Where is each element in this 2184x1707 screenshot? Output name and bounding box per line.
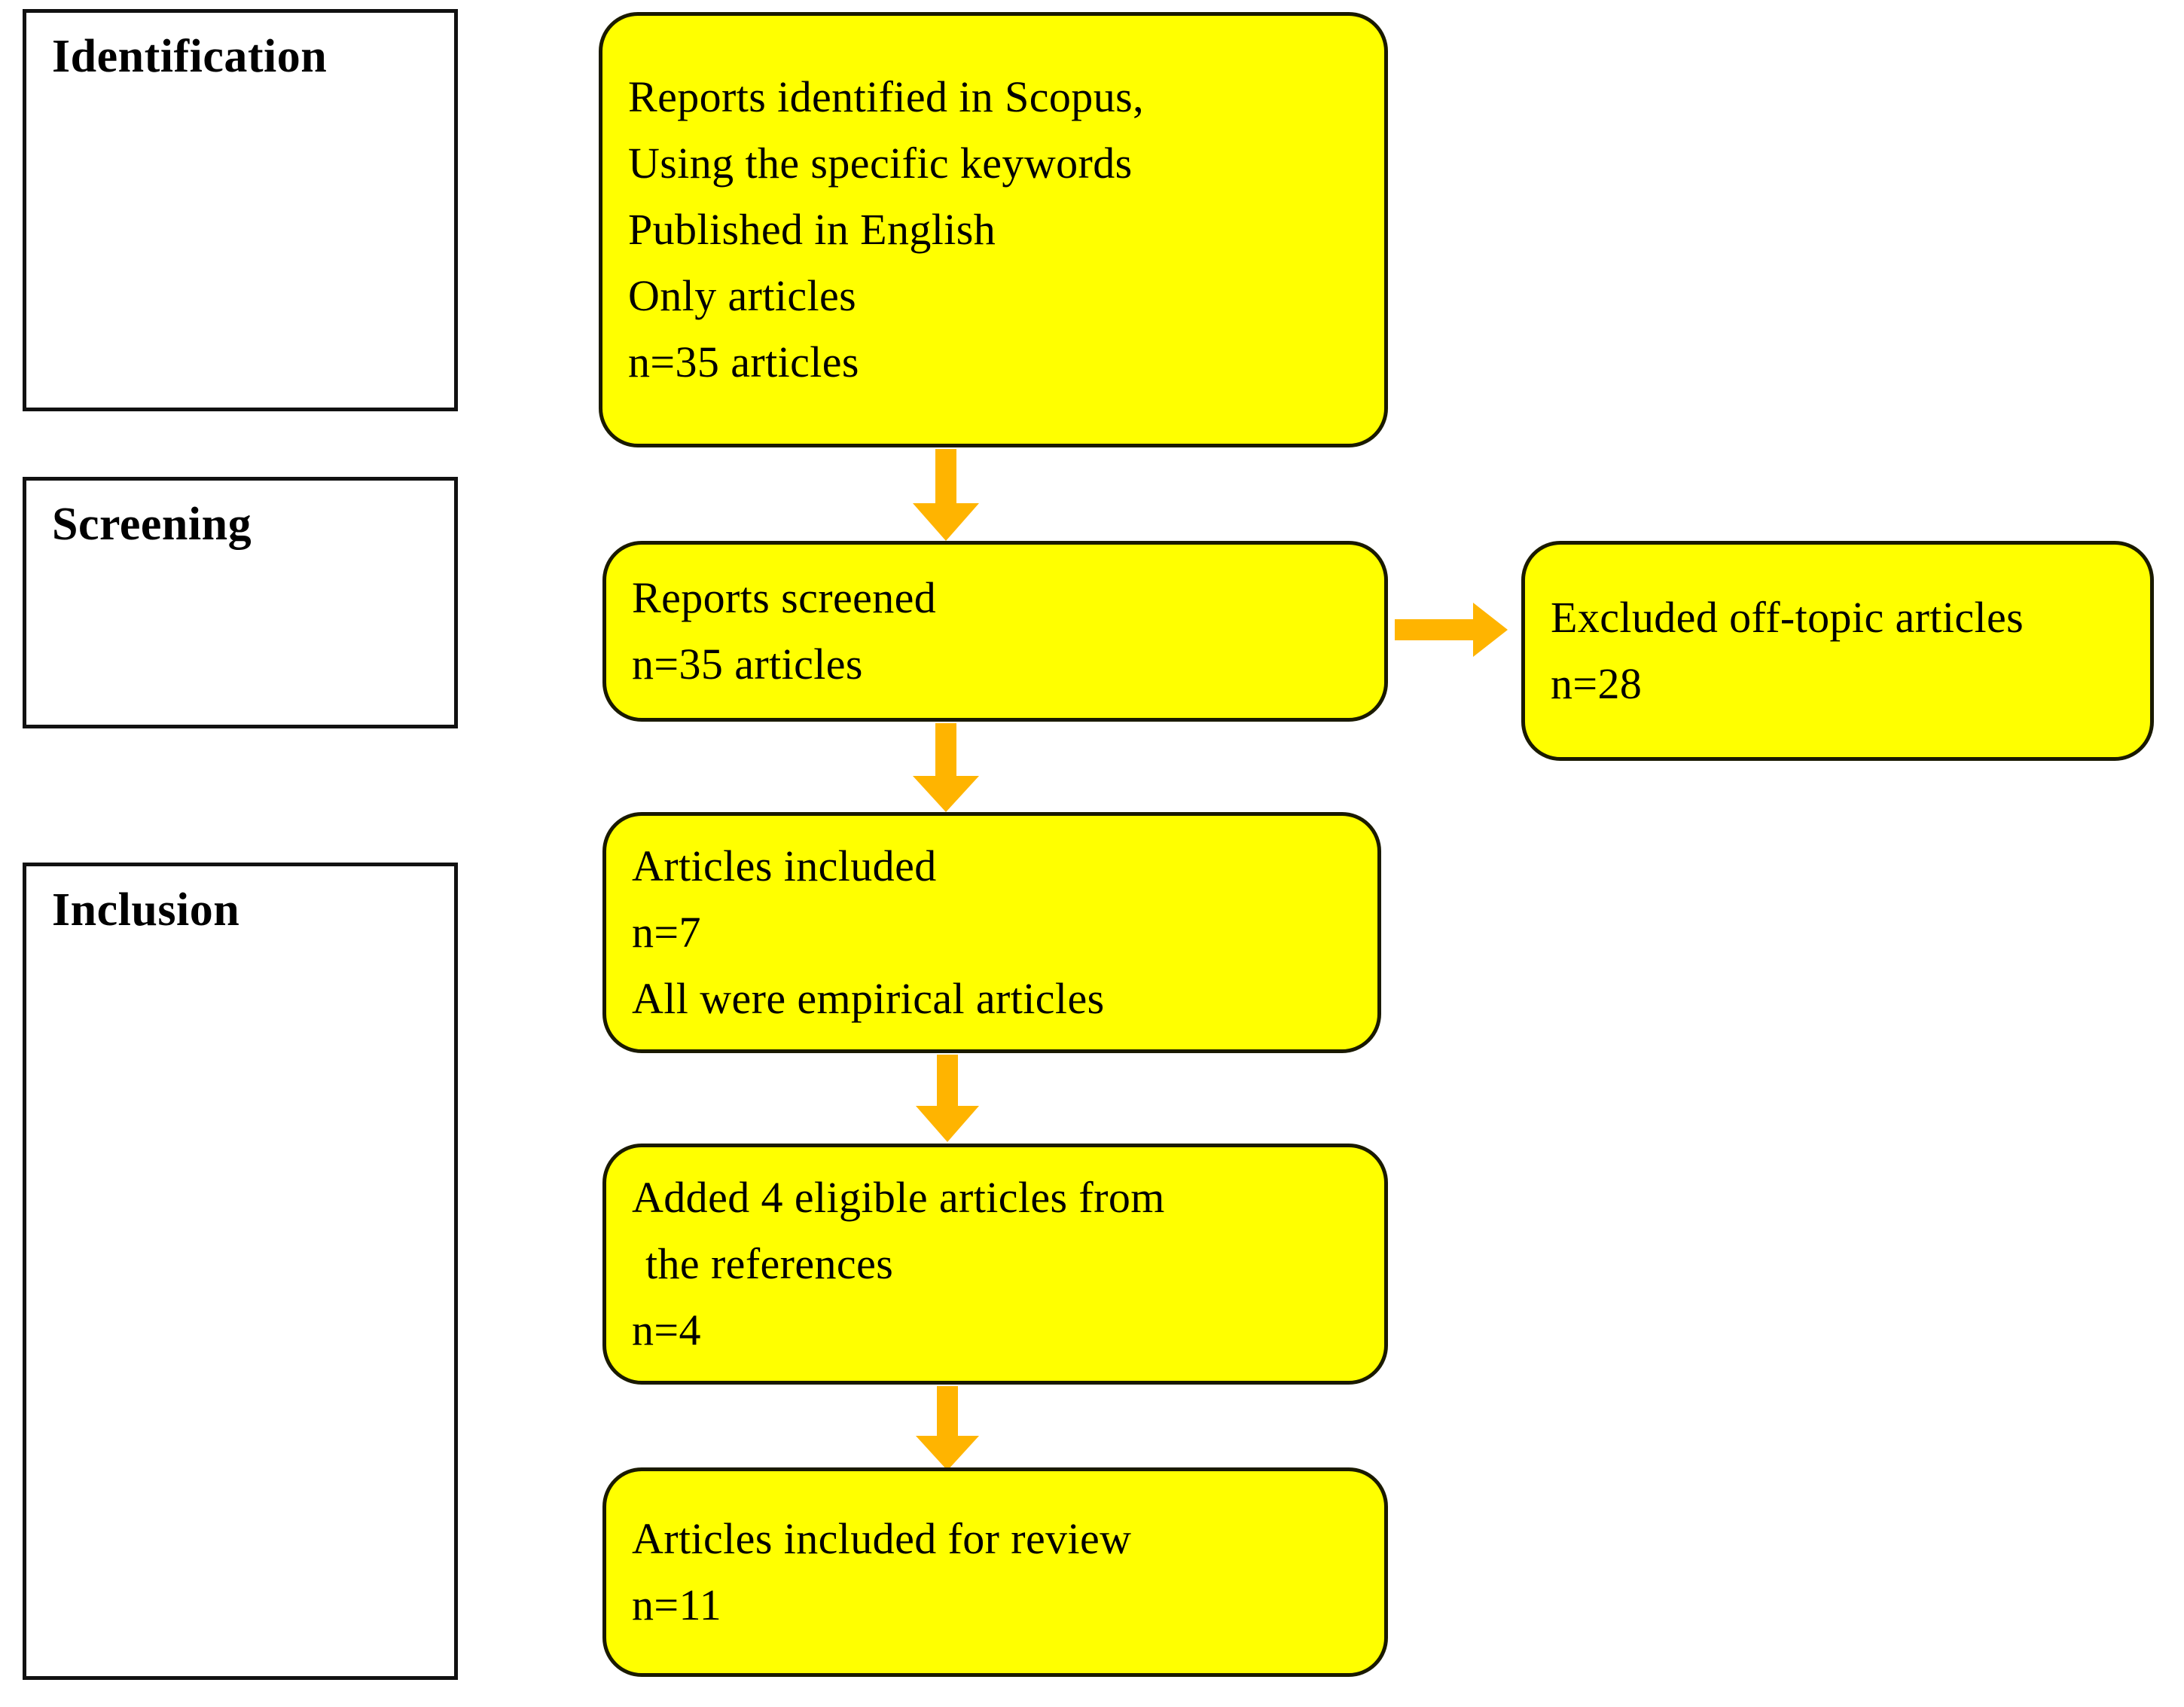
node-reports-screened: Reports screened n=35 articles (602, 541, 1388, 722)
arrow-down-icon-identified-to-screened (904, 449, 988, 541)
node-line: Reports identified in Scopus, (628, 72, 1144, 121)
node-line: n=35 articles (628, 337, 859, 387)
stage-label-identification: Identification (52, 31, 328, 82)
arrow-right-icon-screened-to-excluded (1395, 595, 1509, 664)
node-articles-included: Articles included n=7 All were empirical… (602, 812, 1381, 1053)
node-articles-included-for-review: Articles included for review n=11 (602, 1467, 1388, 1677)
stage-box-screening: Screening (23, 477, 458, 728)
arrow-down-icon-screened-to-included (904, 723, 988, 812)
node-line: All were empirical articles (632, 974, 1105, 1024)
node-line: Added 4 eligible articles from (632, 1172, 1165, 1222)
node-reports-identified: Reports identified in Scopus, Using the … (599, 12, 1388, 447)
stage-box-inclusion: Inclusion (23, 863, 458, 1680)
node-excluded-off-topic: Excluded off-topic articles n=28 (1521, 541, 2154, 761)
arrow-down-icon-included-to-added (907, 1055, 988, 1142)
node-line: Only articles (628, 271, 857, 321)
node-line: Excluded off-topic articles (1551, 592, 2024, 642)
node-line: Reports screened (632, 573, 937, 622)
node-line: Using the specific keywords (628, 138, 1133, 188)
node-line: n=4 (632, 1305, 701, 1355)
node-added-eligible-articles: Added 4 eligible articles from the refer… (602, 1144, 1388, 1385)
node-line: the references (645, 1238, 894, 1288)
node-line: Articles included (632, 841, 937, 890)
node-line: Articles included for review (632, 1513, 1132, 1563)
arrow-down-icon-added-to-final (907, 1386, 988, 1470)
node-line: n=28 (1551, 659, 1643, 708)
node-line: n=7 (632, 907, 701, 957)
node-line: n=11 (632, 1580, 722, 1629)
stage-box-identification: Identification (23, 9, 458, 411)
node-line: Published in English (628, 204, 996, 254)
stage-label-inclusion: Inclusion (52, 884, 240, 936)
node-line: n=35 articles (632, 640, 863, 689)
stage-label-screening: Screening (52, 499, 252, 550)
